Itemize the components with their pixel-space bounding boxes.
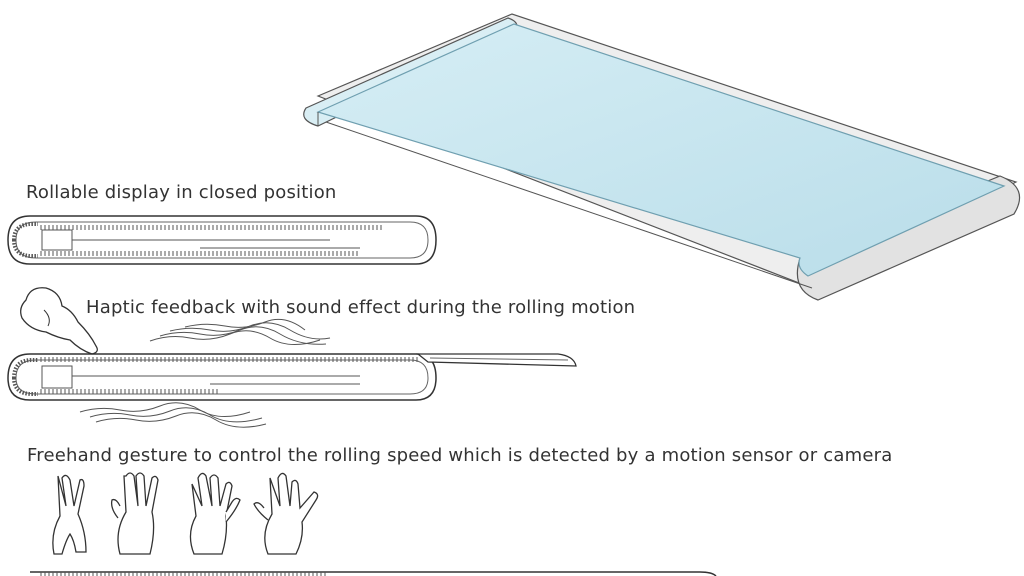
rollable-phone-illustration: [303, 13, 1021, 301]
caption-freehand-gesture: Freehand gesture to control the rolling …: [27, 445, 893, 466]
finger-icon: [20, 287, 98, 355]
display-screen: [316, 23, 1006, 277]
caption-closed-position: Rollable display in closed position: [26, 182, 337, 203]
cross-section-closed: [7, 215, 437, 265]
caption-haptic-feedback: Haptic feedback with sound effect during…: [86, 297, 636, 318]
cross-section-bottom: [30, 571, 717, 576]
hand-pose-icon: [253, 472, 319, 555]
hand-pose-icon: [189, 472, 241, 555]
roller-end-right: [796, 175, 1021, 301]
hand-pose-icon: [52, 474, 87, 555]
hand-pose-icon: [110, 472, 159, 555]
cross-section-extended: [7, 353, 577, 401]
haptic-wave-bottom: [79, 402, 267, 428]
haptic-wave-top: [149, 318, 331, 345]
